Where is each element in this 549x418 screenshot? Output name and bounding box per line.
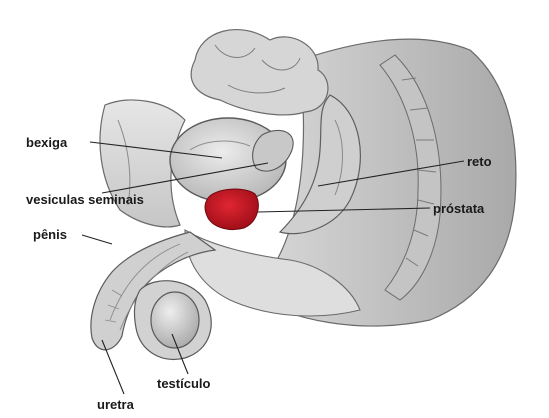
prostate [205,189,258,229]
label-reto: reto [467,155,492,168]
label-bexiga: bexiga [26,136,67,149]
label-penis: pênis [33,228,67,241]
label-testiculo: testículo [157,377,210,390]
leader-penis [82,235,112,244]
label-uretra: uretra [97,398,134,411]
label-vesiculas-seminais: vesiculas seminais [26,193,144,206]
testis [151,292,199,348]
intestine [191,30,328,115]
label-prostata: próstata [433,202,484,215]
